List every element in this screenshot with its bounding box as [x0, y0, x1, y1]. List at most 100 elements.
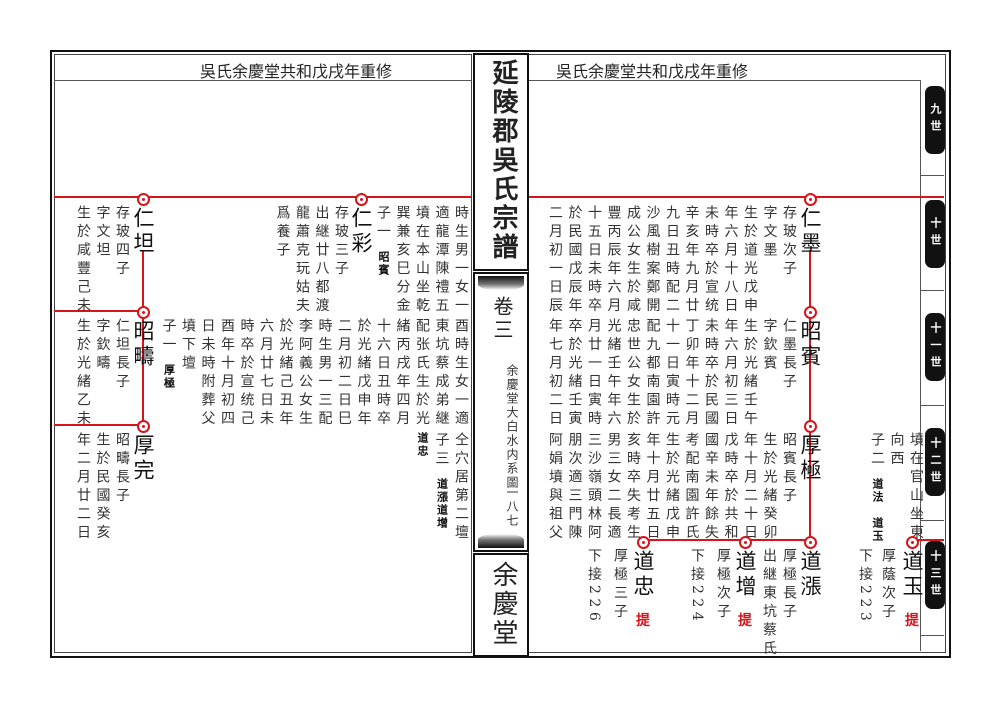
- child-names-note: 道法 道玉: [871, 478, 884, 543]
- entry-text: 子二: [869, 432, 885, 469]
- entry-text-column: 出継廿八都渡: [313, 205, 330, 316]
- lineage-node-marker: [906, 536, 919, 549]
- entry-text-column: 於光緒戊申年: [355, 318, 372, 429]
- entry-text-column: 酉年十月初四: [219, 318, 235, 429]
- person-name: 厚完: [131, 434, 155, 484]
- person-name: 道玉: [900, 550, 924, 600]
- entry-text-column: 龍蕭克玩姑夫: [294, 205, 310, 316]
- entry-text-column: 丁卯年十二月: [683, 318, 700, 429]
- entry-text-column: 下接224: [689, 548, 705, 626]
- lineage-node-marker: [804, 306, 817, 319]
- left-header-divider: [54, 80, 471, 81]
- entry-text-column: 生於道光戊申: [742, 205, 758, 316]
- tab-grid-line: [920, 290, 944, 291]
- entry-text-column: 昭疇長子: [114, 432, 130, 506]
- tab-grid-line: [920, 635, 944, 636]
- entry-text-column: 李阿義公女生: [297, 318, 313, 429]
- entry-text-column: 成公女生於咸: [625, 205, 641, 316]
- entry-text-column: 墳在本山坐乾: [414, 205, 430, 316]
- generation-tab-11[interactable]: 十一世: [925, 313, 945, 381]
- right-page-header: 吳氏余慶堂共和戊戌年重修: [556, 62, 749, 81]
- entry-text-column: 未時卒於民國: [703, 318, 719, 429]
- lineage-node-marker: [739, 536, 752, 549]
- entry-text-column: 年七月初二日: [547, 318, 563, 429]
- entry-text-column: 字文墨: [761, 205, 778, 261]
- entry-text-column: 東坑蔡成弟継: [433, 318, 450, 429]
- lineage-mark: 提: [905, 613, 919, 629]
- generation-tab-13[interactable]: 十三世: [925, 541, 945, 609]
- entry-text-column: 沙風樹案鄭開: [644, 205, 661, 316]
- entry-text-column: 國辛未年餘失: [703, 432, 719, 543]
- entry-text-column: 出継東坑蔡氏: [761, 548, 777, 659]
- lineage-node-marker: [804, 420, 817, 433]
- descent-line: [809, 250, 811, 540]
- entry-text-column: 生於民國癸亥: [94, 432, 111, 543]
- spine-hall-box: 余慶堂: [473, 553, 529, 657]
- entry-text-column: 仁坦長子: [114, 318, 130, 392]
- entry-text-column: 字文坦: [94, 205, 111, 261]
- spine-title-box: 延陵郡吳氏宗譜: [473, 53, 529, 271]
- sibling-line: [643, 539, 811, 541]
- entry-text-column: 亥時卒失考生: [625, 432, 641, 543]
- entry-text-column: 年六月十八日: [722, 205, 739, 316]
- entry-text-column: 墳下壇: [180, 318, 196, 374]
- left-page-header: 吳氏余慶堂共和戊戌年重修: [200, 62, 393, 81]
- descent-line: [142, 250, 144, 425]
- page-number: 一八七: [505, 486, 519, 528]
- entry-text-column: 月廿一日寅時: [586, 318, 602, 429]
- entry-text-column: 時生男一女一: [453, 205, 469, 316]
- generation-tab-10[interactable]: 十世: [925, 200, 945, 268]
- entry-text-column: 字欽疇: [94, 318, 111, 374]
- left-page-frame: [54, 54, 472, 653]
- person-name: 厚極: [798, 434, 822, 484]
- entry-text-column: 九日丑時配二: [664, 205, 680, 316]
- volume-label: 卷三: [490, 296, 514, 342]
- child-names-note: 道漲道增: [435, 478, 449, 530]
- entry-text-column: 配九都南園許: [644, 318, 661, 429]
- entry-text-column: 十六日丑時卒: [375, 318, 391, 429]
- person-name: 仁彩: [349, 207, 373, 257]
- entry-text-column: 子二道法 道玉: [868, 432, 886, 543]
- lineage-node-marker: [137, 193, 150, 206]
- entry-text-column: 朋次適三門陳: [566, 432, 583, 543]
- entry-text-column: 生於光緒壬午: [742, 318, 758, 429]
- person-name: 道增: [733, 550, 757, 600]
- person-name: 昭賓: [798, 320, 822, 370]
- spine-volume-box: 卷三 余慶堂大白水内系圖 一八七: [473, 272, 529, 552]
- entry-text-column: 忠世公女生於: [625, 318, 641, 429]
- entry-text-column: 十五日未時卒: [586, 205, 602, 316]
- entry-text: 子一: [160, 318, 177, 355]
- branch-line: [912, 539, 944, 541]
- entry-text-column: 考配南園許氏: [683, 432, 700, 543]
- entry-text-column: 巽兼亥巳分金: [394, 205, 411, 316]
- generation-line-right: [528, 196, 944, 198]
- entry-text-column: 十一日寅時元: [664, 318, 680, 429]
- spine-bar-bottom: [478, 534, 524, 548]
- tab-grid-line: [920, 175, 944, 176]
- entry-text-column: 於民國戊辰年: [566, 205, 583, 316]
- entry-text-column: 生於光緒癸卯: [761, 432, 778, 543]
- entry-text-column: 爲養子: [274, 205, 291, 261]
- entry-text-column: 未時卒於宣统: [703, 205, 719, 316]
- lineage-node-marker: [137, 420, 150, 433]
- tab-grid-line: [920, 520, 944, 521]
- entry-text-column: 年十月二十日: [742, 432, 758, 543]
- person-name: 道忠: [631, 550, 655, 600]
- generation-tab-12[interactable]: 十二世: [925, 428, 945, 496]
- entry-text-column: 適龍潭陳禮五: [433, 205, 450, 316]
- branch-line: [54, 424, 143, 426]
- lineage-node-marker: [355, 193, 368, 206]
- entry-text-column: 墳在官山坐東: [908, 432, 924, 543]
- entry-text-column: 仁墨長子: [781, 318, 797, 392]
- entry-text-column: 配张氏生於光: [414, 318, 430, 429]
- entry-text-column: 二月初二日巳: [336, 318, 352, 429]
- generation-tab-9[interactable]: 九世: [925, 86, 945, 154]
- entry-text-column: 豐丙辰年六月: [605, 205, 622, 316]
- section-label: 余慶堂大白水内系圖: [505, 364, 519, 490]
- generation-line-left: [54, 196, 471, 198]
- child-names-note: 厚極: [162, 364, 176, 390]
- entry-text: 子三: [433, 432, 450, 469]
- entry-text-column: 年二月廿二日: [75, 432, 91, 543]
- entry-text-column: 存玻三子: [333, 205, 349, 279]
- entry-text-column: 子三道漲道增: [433, 432, 451, 530]
